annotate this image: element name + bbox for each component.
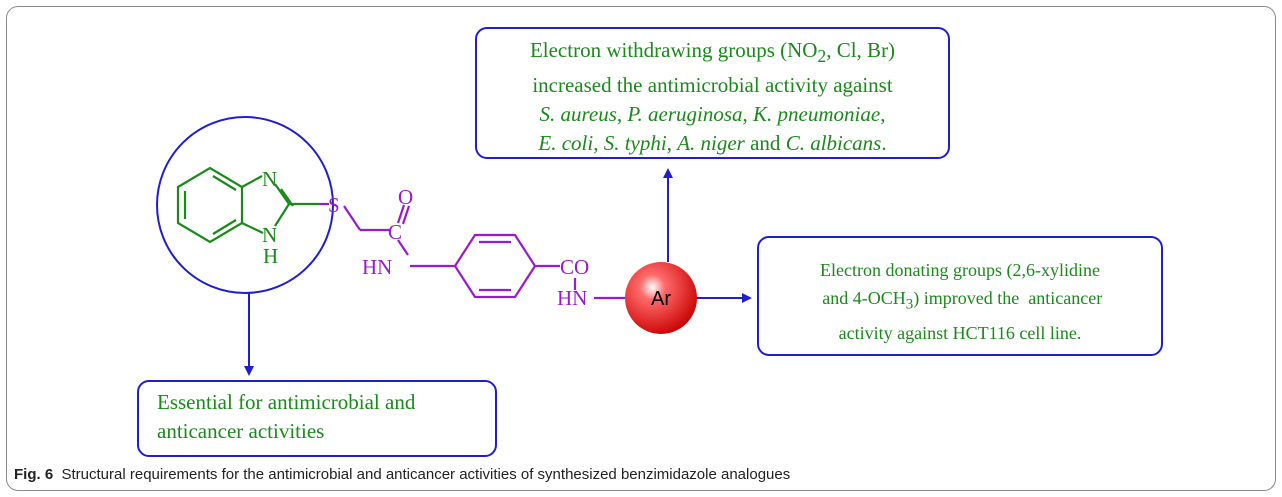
ewg-line-1: Electron withdrawing groups (NO2, Cl, Br…: [529, 38, 896, 67]
figure-caption: Fig. 6 Structural requirements for the a…: [14, 466, 1270, 483]
ar-sphere: [625, 262, 697, 334]
atom-o: O: [398, 185, 413, 209]
atom-n-top: N: [262, 167, 277, 191]
edg-note-box: Electron donating groups (2,6-xylidine a…: [757, 236, 1163, 356]
carbonyl-co: CO: [560, 255, 589, 279]
thioacetamide-linker: [320, 202, 577, 299]
ewg-line-3: S. aureus, P. aeruginosa, K. pneumoniae,: [539, 102, 886, 127]
caption-label: Fig. 6: [14, 466, 54, 483]
atom-n-bottom: N: [262, 223, 277, 247]
essential-line-2: anticancer activities: [157, 419, 325, 443]
amide-hn-2: HN: [557, 286, 587, 310]
atom-h: H: [263, 244, 278, 268]
ewg-note-box: Electron withdrawing groups (NO2, Cl, Br…: [475, 27, 950, 159]
edg-line-3: activity against HCT116 cell line.: [838, 322, 1082, 343]
figure-frame: [6, 6, 1276, 491]
atom-s: S: [328, 193, 340, 217]
essential-note-box: Essential for antimicrobial and anticanc…: [137, 380, 497, 457]
atom-c: C: [388, 220, 402, 244]
ar-label: Ar: [651, 288, 671, 310]
amide-hn-1: HN: [362, 255, 392, 279]
ewg-line-4: E. coli, S. typhi, A. niger and C. albic…: [538, 131, 887, 156]
edg-line-1: Electron donating groups (2,6-xylidine: [820, 260, 1100, 280]
caption-text: Structural requirements for the antimicr…: [53, 466, 791, 483]
essential-line-1: Essential for antimicrobial and: [157, 390, 416, 414]
ewg-line-2: increased the antimicrobial activity aga…: [532, 73, 893, 98]
benzimidazole-highlight-circle: [156, 116, 334, 294]
benzimidazole-core: [176, 166, 320, 244]
edg-line-2: and 4-OCH3) improved the anticancer: [817, 288, 1103, 313]
